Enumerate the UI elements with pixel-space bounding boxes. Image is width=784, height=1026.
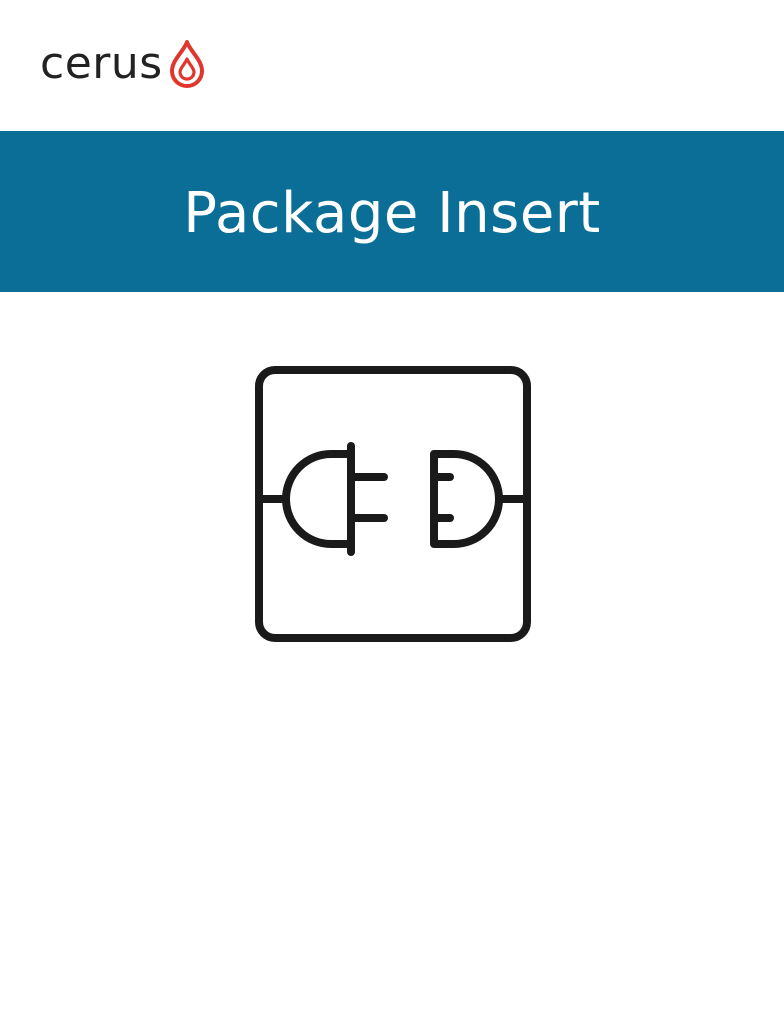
page-title: Package Insert: [183, 180, 601, 246]
connector-plug-socket-icon: [255, 366, 531, 642]
drop-icon: [169, 40, 204, 88]
brand-logo: cerus: [40, 34, 205, 94]
title-banner: Package Insert: [0, 131, 784, 292]
brand-name: cerus: [40, 38, 163, 89]
